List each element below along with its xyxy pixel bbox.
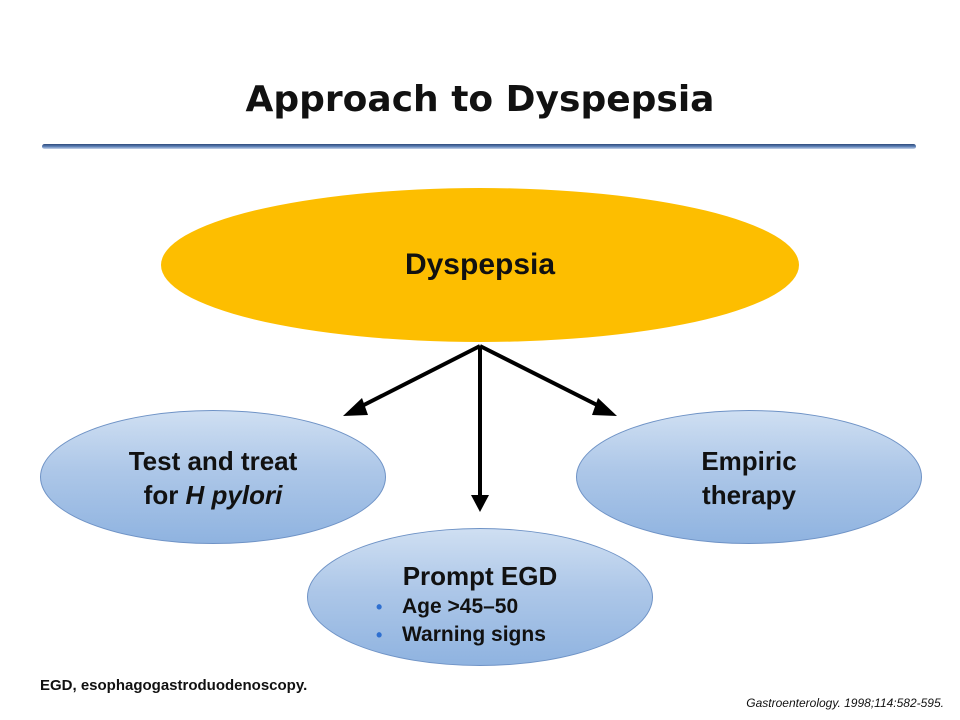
bullet-item: • Age >45–50	[376, 593, 636, 621]
prompt-egd-title: Prompt EGD	[402, 561, 558, 591]
bullet-dot-icon: •	[376, 597, 383, 617]
test-and-treat-label: Test and treat for H pylori	[40, 444, 386, 512]
arrowhead-left	[343, 398, 368, 416]
bullet-item: • Warning signs	[376, 621, 636, 649]
abbreviation-note: EGD, esophagogastroduodenoscopy.	[40, 677, 308, 694]
arrow-to-empiric-therapy	[479, 344, 604, 410]
prompt-egd-bullets: • Age >45–50 • Warning signs	[376, 593, 636, 649]
test-and-treat-line2: for H pylori	[40, 478, 386, 512]
empiric-therapy-label: Empiric therapy	[576, 444, 922, 512]
dyspepsia-node	[161, 188, 799, 342]
bullet-text: Age >45–50	[402, 595, 519, 618]
title-divider	[42, 144, 916, 149]
empiric-therapy-line1: Empiric	[701, 446, 797, 476]
h-pylori-text: H pylori	[185, 480, 283, 510]
arrowhead-center	[471, 495, 489, 512]
empiric-therapy-line2: therapy	[702, 480, 796, 510]
arrow-to-test-and-treat	[357, 344, 481, 410]
test-and-treat-prefix: for	[143, 480, 186, 510]
test-and-treat-line1: Test and treat	[128, 446, 298, 476]
bullet-dot-icon: •	[376, 625, 383, 645]
arrowhead-right	[592, 398, 617, 416]
empiric-therapy-node	[576, 410, 922, 544]
slide-title: Approach to Dyspepsia	[245, 79, 715, 120]
test-and-treat-node	[40, 410, 386, 544]
bullet-text: Warning signs	[402, 623, 546, 646]
citation: Gastroenterology. 1998;114:582-595.	[746, 696, 944, 710]
dyspepsia-label: Dyspepsia	[404, 248, 556, 281]
prompt-egd-node	[307, 528, 653, 666]
